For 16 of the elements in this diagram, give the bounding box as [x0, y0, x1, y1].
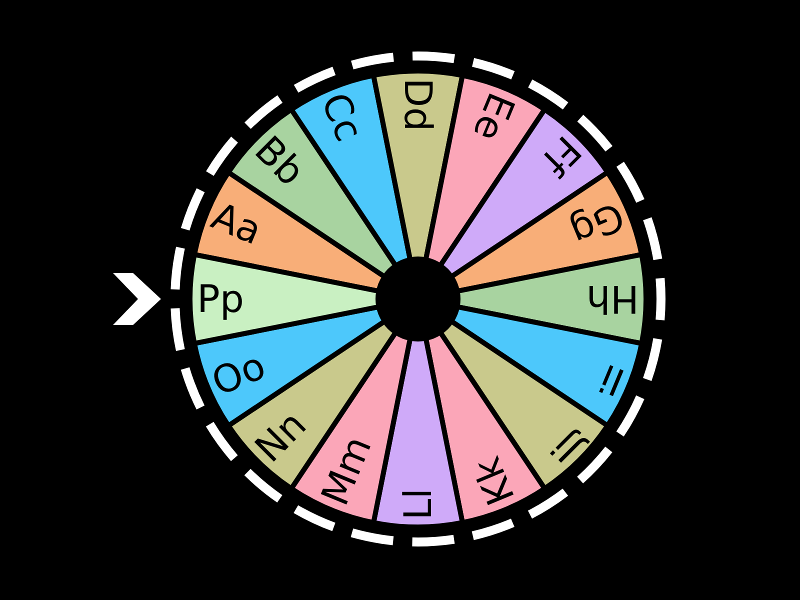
segment-label: Ee	[466, 88, 520, 146]
segment-label: Dd	[399, 78, 437, 132]
segment-label: Ff	[536, 129, 588, 182]
segment-label: Hh	[586, 280, 639, 318]
segment-label: Aa	[206, 196, 267, 251]
segment-label: Oo	[206, 346, 270, 402]
segment-label: Cc	[316, 88, 370, 146]
segment-label: Ii	[594, 358, 630, 402]
segment-label: Kk	[467, 452, 520, 510]
segment-label: Bb	[248, 129, 311, 192]
segment-label: Ll	[399, 488, 437, 520]
segment-label: Nn	[248, 404, 312, 469]
segment-label: Jj	[545, 426, 588, 469]
segment-label: Gg	[565, 196, 630, 252]
segment-label: Pp	[197, 280, 244, 318]
segment-label: Mm	[316, 431, 378, 510]
